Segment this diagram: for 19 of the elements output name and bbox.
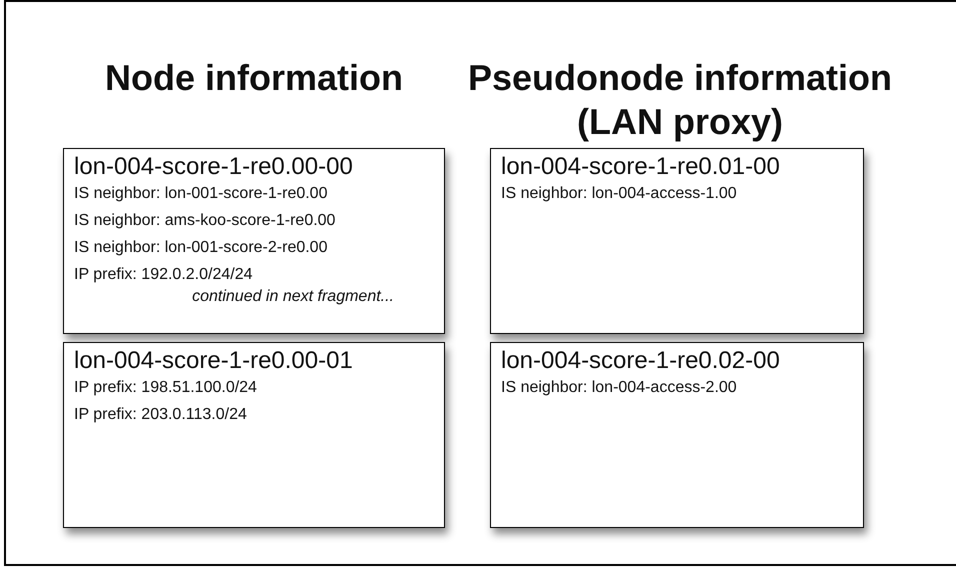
lsp-box <box>63 342 445 528</box>
lsp-id: lon-004-score-1-re0.01-00 <box>501 153 781 181</box>
lsp-id: lon-004-score-1-re0.02-00 <box>501 347 781 375</box>
tlv-entry: IS neighbor: lon-004-access-1.00 <box>501 185 738 203</box>
tlv-entry: IS neighbor: ams-koo-score-1-re0.00 <box>74 212 336 230</box>
tlv-entry: IP prefix: 192.0.2.0/24/24 <box>74 266 254 284</box>
tlv-entry: IP prefix: 203.0.113.0/24 <box>74 406 248 424</box>
lsp-box <box>490 148 864 334</box>
tlv-entry: IP prefix: 198.51.100.0/24 <box>74 379 258 397</box>
lsp-id: lon-004-score-1-re0.00-01 <box>74 347 354 375</box>
tlv-entry: IS neighbor: lon-004-access-2.00 <box>501 379 738 397</box>
lsp-id: lon-004-score-1-re0.00-00 <box>74 153 354 181</box>
column-heading: Pseudonode information (LAN proxy) <box>466 56 893 144</box>
tlv-entry: IS neighbor: lon-001-score-1-re0.00 <box>74 185 328 203</box>
column-heading: Node information <box>104 56 404 100</box>
lsp-box <box>63 148 445 334</box>
continuation-note: continued in next fragment... <box>191 288 395 306</box>
lsp-box <box>490 342 864 528</box>
tlv-entry: IS neighbor: lon-001-score-2-re0.00 <box>74 239 328 257</box>
